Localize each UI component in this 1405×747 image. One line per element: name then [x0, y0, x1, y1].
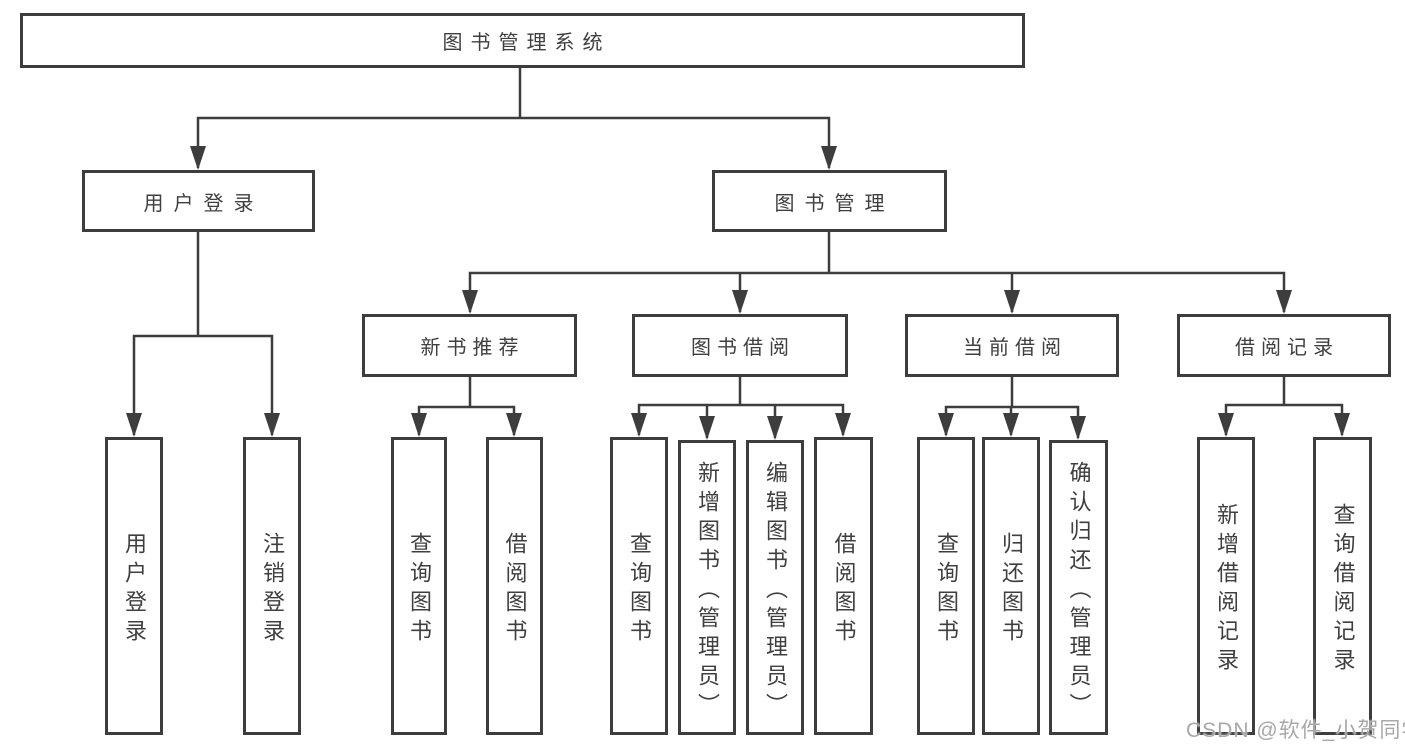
leaf-logout-label: 注销登录: [260, 531, 285, 648]
node-new-book-recommend-label: 新书推荐: [420, 337, 525, 359]
connector-new-book-children: [411, 377, 522, 437]
connector-book-borrow-children: [631, 377, 851, 440]
node-user-login: 用户登录: [82, 170, 315, 232]
node-new-book-recommend: 新书推荐: [362, 314, 577, 377]
node-book-borrow: 图书借阅: [632, 314, 848, 377]
leaf-user-login-label: 用户登录: [122, 531, 147, 648]
connector-borrow-records-children: [1218, 377, 1350, 437]
leaf-confirm-return-admin: 确认归还（管理员）: [1049, 440, 1108, 735]
leaf-query-books-current: 查询图书: [917, 437, 975, 735]
leaf-borrow-books-recommend: 借阅图书: [486, 437, 543, 735]
leaf-user-login: 用户登录: [105, 437, 163, 735]
leaf-confirm-return-admin-label: 确认归还（管理员）: [1066, 460, 1092, 722]
leaf-query-books-recommend: 查询图书: [391, 437, 447, 735]
leaf-query-books-borrow: 查询图书: [610, 437, 668, 735]
node-user-login-label: 用户登录: [143, 192, 264, 215]
leaf-query-books-recommend-label: 查询图书: [407, 531, 432, 648]
leaf-query-books-borrow-label: 查询图书: [627, 531, 652, 648]
leaf-borrow-books-borrow-label: 借阅图书: [831, 531, 857, 648]
connector-book-management-children: [462, 232, 1292, 314]
node-borrow-records-label: 借阅记录: [1235, 337, 1339, 359]
leaf-query-borrow-record-label: 查询借阅记录: [1330, 502, 1356, 677]
leaf-return-books-label: 归还图书: [999, 531, 1024, 648]
leaf-edit-book-admin-label: 编辑图书（管理员）: [763, 460, 788, 722]
connector-root-to-level2: [190, 67, 837, 170]
leaf-add-book-admin: 新增图书（管理员）: [678, 440, 736, 735]
leaf-query-borrow-record: 查询借阅记录: [1313, 437, 1372, 735]
leaf-borrow-books-borrow: 借阅图书: [814, 437, 873, 735]
node-book-borrow-label: 图书借阅: [691, 337, 795, 359]
leaf-borrow-books-recommend-label: 借阅图书: [502, 531, 528, 648]
node-current-borrow-label: 当前借阅: [963, 337, 1067, 359]
leaf-edit-book-admin: 编辑图书（管理员）: [746, 440, 804, 735]
connector-current-borrow-children: [938, 377, 1086, 440]
node-library-system-label: 图书管理系统: [442, 32, 611, 54]
node-borrow-records: 借阅记录: [1177, 314, 1391, 377]
leaf-return-books: 归还图书: [982, 437, 1040, 735]
connector-user-login-children: [126, 232, 280, 437]
leaf-add-borrow-record-label: 新增借阅记录: [1214, 502, 1239, 677]
watermark: CSDN @软件_小贺同学: [1186, 719, 1405, 742]
leaf-query-books-current-label: 查询图书: [934, 531, 959, 648]
node-current-borrow: 当前借阅: [905, 314, 1119, 377]
node-library-system: 图书管理系统: [20, 13, 1025, 68]
node-book-management: 图书管理: [712, 170, 947, 232]
leaf-logout: 注销登录: [243, 437, 301, 735]
node-book-management-label: 图书管理: [774, 192, 895, 215]
leaf-add-borrow-record: 新增借阅记录: [1197, 437, 1255, 735]
leaf-add-book-admin-label: 新增图书（管理员）: [695, 460, 720, 722]
